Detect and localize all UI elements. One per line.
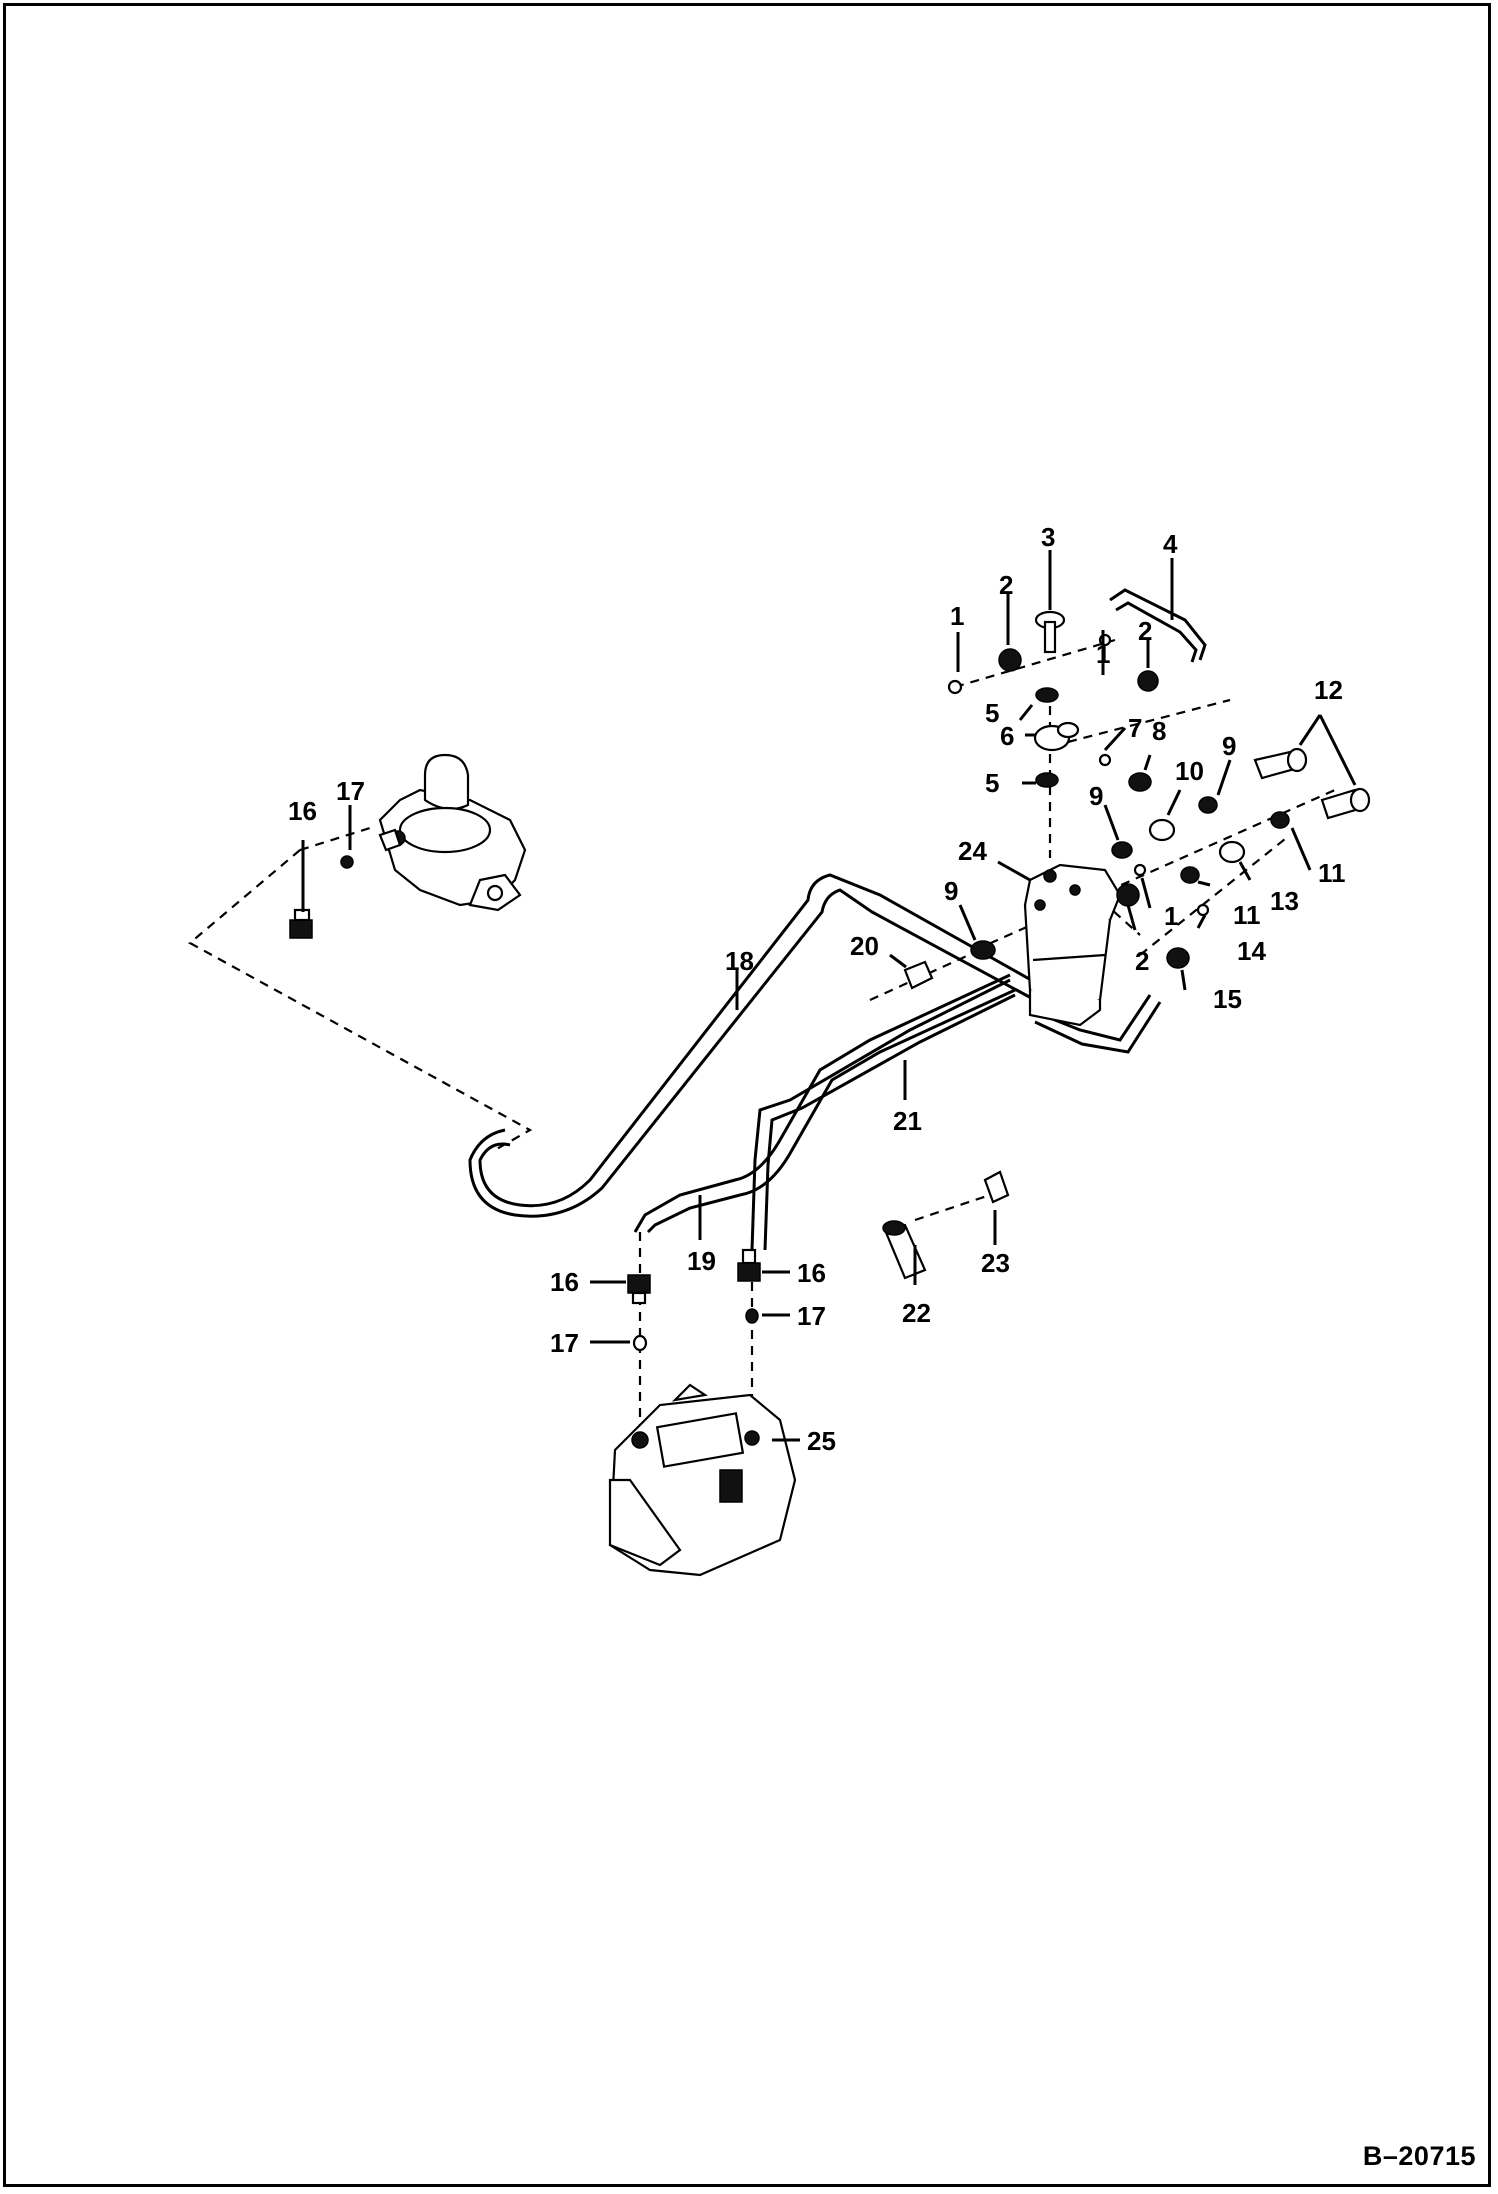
fuel-line-4 — [1109, 588, 1207, 661]
injection-pump — [608, 1383, 797, 1577]
lift-pump — [378, 753, 527, 912]
fuel-filter — [1023, 863, 1122, 1027]
bolts-12 — [1253, 747, 1371, 820]
callout-11: 11 — [1318, 858, 1346, 888]
washer-14 — [1196, 903, 1210, 917]
washer-9c — [970, 940, 996, 960]
fuel-lines — [468, 588, 1207, 1251]
fitting-16a — [289, 908, 313, 939]
page-border — [3, 3, 1491, 2187]
callout-2: 2 — [1138, 616, 1152, 646]
callout-11: 11 — [1233, 900, 1261, 930]
seal-washer-5a — [1035, 687, 1059, 703]
callout-16: 16 — [288, 796, 317, 826]
nut-8 — [1128, 772, 1152, 792]
callout-5: 5 — [985, 768, 999, 798]
callout-1: 1 — [1164, 901, 1178, 931]
callout-20: 20 — [850, 931, 879, 961]
callout-24: 24 — [958, 836, 987, 866]
callout-17: 17 — [336, 776, 365, 806]
nut-2c — [1116, 883, 1140, 907]
washer-17a — [340, 855, 354, 869]
callout-22: 22 — [902, 1298, 931, 1328]
callout-7: 7 — [1128, 713, 1142, 743]
fitting-16b — [627, 1274, 651, 1305]
washer-7 — [1098, 753, 1112, 767]
callout-9: 9 — [1089, 781, 1103, 811]
callout-8: 8 — [1152, 716, 1166, 746]
callout-1: 1 — [1096, 639, 1110, 669]
fitting-20 — [903, 960, 934, 990]
washer-1a — [947, 679, 963, 695]
coupler-22 — [882, 1220, 927, 1280]
callout-17: 17 — [550, 1328, 579, 1358]
callout-2: 2 — [999, 570, 1013, 600]
figure-id: B–20715 — [1362, 2141, 1476, 2171]
callout-23: 23 — [981, 1248, 1010, 1278]
callout-19: 19 — [687, 1246, 716, 1276]
washer-17c — [745, 1308, 759, 1324]
seal-washer-5b — [1035, 772, 1059, 788]
callout-1: 1 — [950, 601, 964, 631]
hardware — [289, 610, 1371, 1352]
callout-4: 4 — [1163, 529, 1178, 559]
fuel-line-19 — [633, 973, 1011, 1233]
callout-14: 14 — [1237, 936, 1266, 966]
stud-23 — [983, 1170, 1010, 1204]
callout-16: 16 — [550, 1267, 579, 1297]
callout-10: 10 — [1175, 756, 1204, 786]
washer-1c — [1133, 863, 1147, 877]
fitting-16c — [737, 1248, 761, 1282]
callout-15: 15 — [1213, 984, 1242, 1014]
callout-16: 16 — [797, 1258, 826, 1288]
washer-9a — [1198, 796, 1218, 814]
callout-18: 18 — [725, 946, 754, 976]
fitting-13 — [1218, 840, 1246, 864]
callout-25: 25 — [807, 1426, 836, 1456]
fitting-10 — [1148, 818, 1176, 842]
callout-5: 5 — [985, 698, 999, 728]
fuel-line-21 — [750, 978, 1011, 1251]
washer-11b — [1180, 866, 1200, 884]
callout-12: 12 — [1314, 675, 1343, 705]
callout-17: 17 — [797, 1301, 826, 1331]
washer-17b — [632, 1334, 648, 1352]
callout-6: 6 — [1000, 721, 1014, 751]
nut-2a — [998, 648, 1022, 672]
assembly-lines — [188, 638, 1336, 1430]
leader-lines — [301, 550, 1357, 1442]
nut-15 — [1166, 947, 1190, 969]
callout-9: 9 — [944, 876, 958, 906]
callout-3: 3 — [1041, 522, 1055, 552]
banjo-bolt-3 — [1034, 610, 1066, 654]
nut-2b — [1137, 670, 1159, 692]
banjo-fitting-6 — [1033, 721, 1080, 752]
washer-9b — [1111, 841, 1133, 859]
callout-13: 13 — [1270, 886, 1299, 916]
callout-2: 2 — [1135, 946, 1149, 976]
fuel-line-18 — [478, 873, 1041, 1208]
callout-9: 9 — [1222, 731, 1236, 761]
callout-numbers: 1 2 3 4 1 2 5 6 5 7 8 9 10 9 12 11 13 11… — [288, 522, 1346, 1456]
washer-11a — [1270, 811, 1290, 829]
callout-21: 21 — [893, 1106, 922, 1136]
